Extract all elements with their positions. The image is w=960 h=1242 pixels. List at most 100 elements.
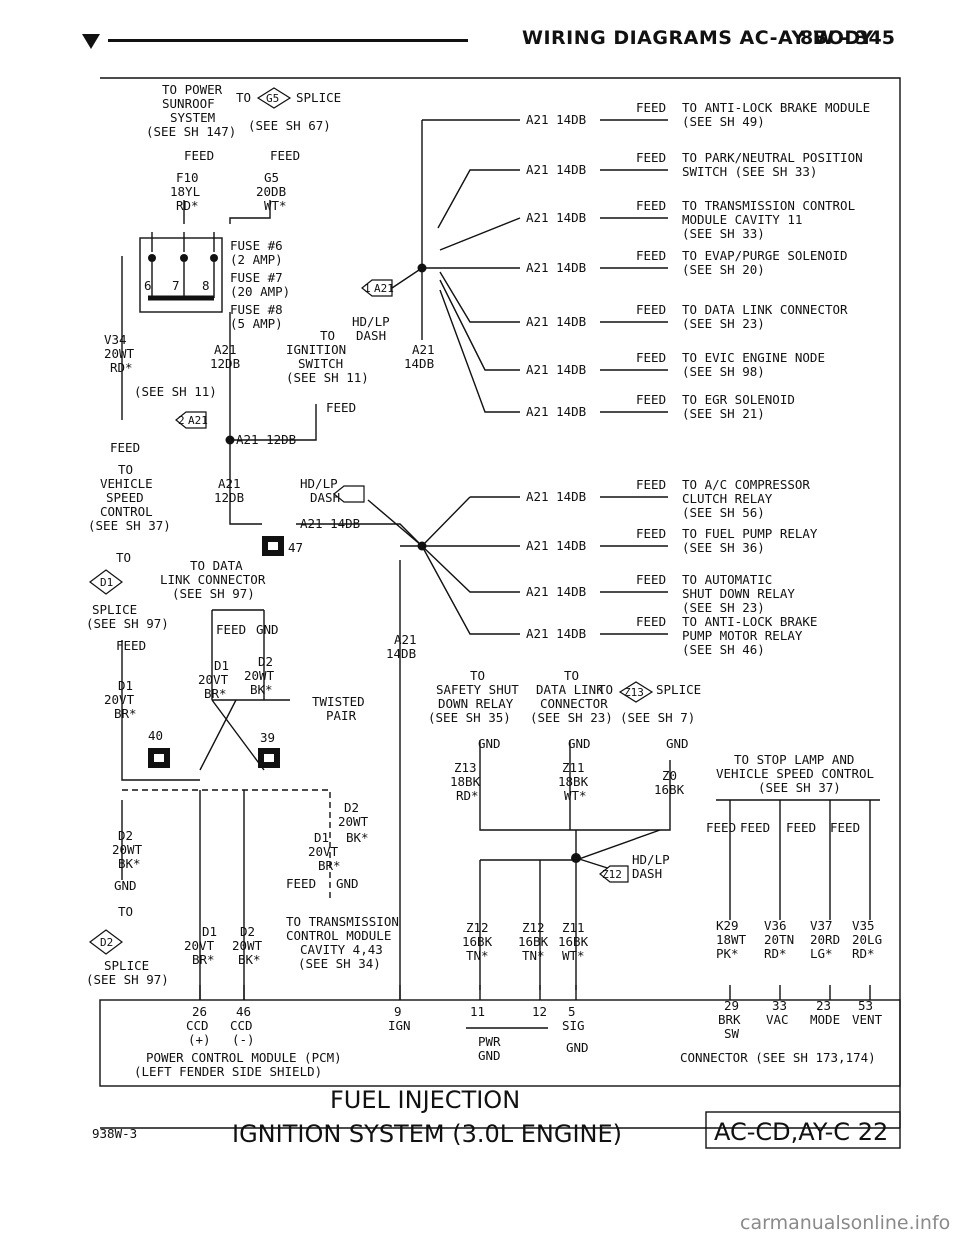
splice-g5-id: G5 <box>266 92 279 105</box>
pcm-pin-number: 46 <box>236 1004 251 1019</box>
feed-destination-text: MODULE CAVITY 11 <box>682 212 802 227</box>
feed-destination-text: TO EVIC ENGINE NODE <box>682 350 825 365</box>
text-line: TO POWER <box>162 82 223 97</box>
hdlp-label: DASH <box>356 328 386 343</box>
pcm-connector: CONNECTOR (SEE SH 173,174) <box>680 1050 876 1065</box>
feed-destination-text: SHUT DOWN RELAY <box>682 586 795 601</box>
text-line: HD/LP <box>632 852 670 867</box>
text-line: SAFETY SHUT <box>436 682 519 697</box>
feed-destination-text: PUMP MOTOR RELAY <box>682 628 803 643</box>
feed-wire-label: A21 14DB <box>526 362 586 377</box>
page-number: 8W - 345 <box>800 27 895 49</box>
text-line: 20VT <box>104 692 135 707</box>
splice-z13-id: Z13 <box>624 686 644 699</box>
vss-wire-text: 20RD <box>810 932 840 947</box>
text-line: 20VT <box>198 672 229 687</box>
feed-destination-text: (SEE SH 21) <box>682 406 765 421</box>
text-line: D2 <box>118 828 133 843</box>
wire-a21: A21 <box>394 632 417 647</box>
pcm-pin-number: 23 <box>816 998 831 1013</box>
see-sh11: (SEE SH 11) <box>134 384 217 399</box>
wire-g5-gauge: 20DB <box>256 184 286 199</box>
feed-destination-text: (SEE SH 98) <box>682 364 765 379</box>
fuse-labels: FUSE #6 (2 AMP) FUSE #7 (20 AMP) FUSE #8… <box>230 238 290 331</box>
text-line: BR* <box>192 952 215 967</box>
feed-wire-label: A21 14DB <box>526 626 586 641</box>
feed-label: FEED <box>216 622 246 637</box>
text-line: SPEED <box>106 490 144 505</box>
page-header: WIRING DIAGRAMS AC-AY BODY 8W - 345 <box>0 0 960 80</box>
pcm-pin-number: 12 <box>532 1004 547 1019</box>
text-line: 20VT <box>308 844 339 859</box>
footer-title: FUEL INJECTION <box>330 1086 520 1114</box>
feed-destination-text: (SEE SH 56) <box>682 505 765 520</box>
feed-label: FEED <box>636 198 666 213</box>
feed-destination-text: TO FUEL PUMP RELAY <box>682 526 818 541</box>
text-line: IGNITION <box>286 342 346 357</box>
hdlp2-label: HD/LP <box>300 476 338 491</box>
text-line: BR* <box>114 706 137 721</box>
text-line: RD* <box>456 788 479 803</box>
pin-47: 47 <box>288 540 303 555</box>
text-line: 16BK <box>654 782 685 797</box>
text-line: Z12 <box>466 920 489 935</box>
text-line: (SEE SH 97) <box>86 972 169 987</box>
wire-v34-color: RD* <box>110 360 133 375</box>
feed-label: FEED <box>636 614 666 629</box>
text-line: TO <box>470 668 485 683</box>
pcm-pin-number: 33 <box>772 998 787 1013</box>
gnd-label: GND <box>478 736 501 751</box>
wire-f10: F10 <box>176 170 199 185</box>
wire-g5-color: WT* <box>264 198 287 213</box>
text-line: D2 <box>344 800 359 815</box>
section-marker-icon <box>82 34 100 49</box>
text-line: 18BK <box>450 774 481 789</box>
splice-to: TO <box>236 90 251 105</box>
feed-destination-text: (SEE SH 20) <box>682 262 765 277</box>
wire-v34: V34 <box>104 332 127 347</box>
text-line: (2 AMP) <box>230 252 283 267</box>
vss-wire-text: PK* <box>716 946 739 961</box>
feed-label: FEED <box>636 150 666 165</box>
pcm-pin-name: SIG <box>562 1018 585 1033</box>
text-line: SUNROOF <box>162 96 215 111</box>
text-line: TO <box>118 462 133 477</box>
splice-g5-word: SPLICE <box>296 90 341 105</box>
text-line: (SEE SH 23) <box>530 710 613 725</box>
to-label: TO <box>598 682 613 697</box>
wire-a21-14db: A21 14DB <box>300 516 360 531</box>
text-line: SYSTEM <box>170 110 215 125</box>
text-line: BK* <box>250 682 273 697</box>
pcm-pin-name: MODE <box>810 1012 840 1027</box>
text-line: VEHICLE <box>100 476 153 491</box>
feed-destination-text: TO ANTI-LOCK BRAKE MODULE <box>682 100 870 115</box>
pcm-pin-name: CCD <box>230 1018 253 1033</box>
text-line: 20WT <box>338 814 369 829</box>
text-line: 20WT <box>244 668 275 683</box>
text-line: TO TRANSMISSION <box>286 914 399 929</box>
gnd-label: GND <box>256 622 279 637</box>
feed-wire-label: A21 14DB <box>526 112 586 127</box>
text-line: LINK CONNECTOR <box>160 572 266 587</box>
feed-label: FEED <box>636 572 666 587</box>
feed-destination-text: SWITCH (SEE SH 33) <box>682 164 817 179</box>
feed-label: FEED <box>636 302 666 317</box>
pcm-pin-polarity: (-) <box>232 1032 255 1047</box>
wire-g5: G5 <box>264 170 279 185</box>
wire-a21: A21 <box>218 476 241 491</box>
text-line: D2 <box>240 924 255 939</box>
gnd-label: GND <box>666 736 689 751</box>
text-line: TN* <box>466 948 489 963</box>
pcm-pin-name: CCD <box>186 1018 209 1033</box>
vss-wire-text: LG* <box>810 946 833 961</box>
wire-a21-gauge: 12DB <box>214 490 244 505</box>
text-line: TO DATA <box>190 558 243 573</box>
wire-a21: A21 <box>412 342 435 357</box>
text-line: BR* <box>318 858 341 873</box>
feed-destination-text: TO EGR SOLENOID <box>682 392 795 407</box>
wire-f10-color: RD* <box>176 198 199 213</box>
feed-label: FEED <box>786 820 816 835</box>
feed-destination-text: (SEE SH 23) <box>682 316 765 331</box>
feed-destination-text: (SEE SH 23) <box>682 600 765 615</box>
text-line: WT* <box>564 788 587 803</box>
